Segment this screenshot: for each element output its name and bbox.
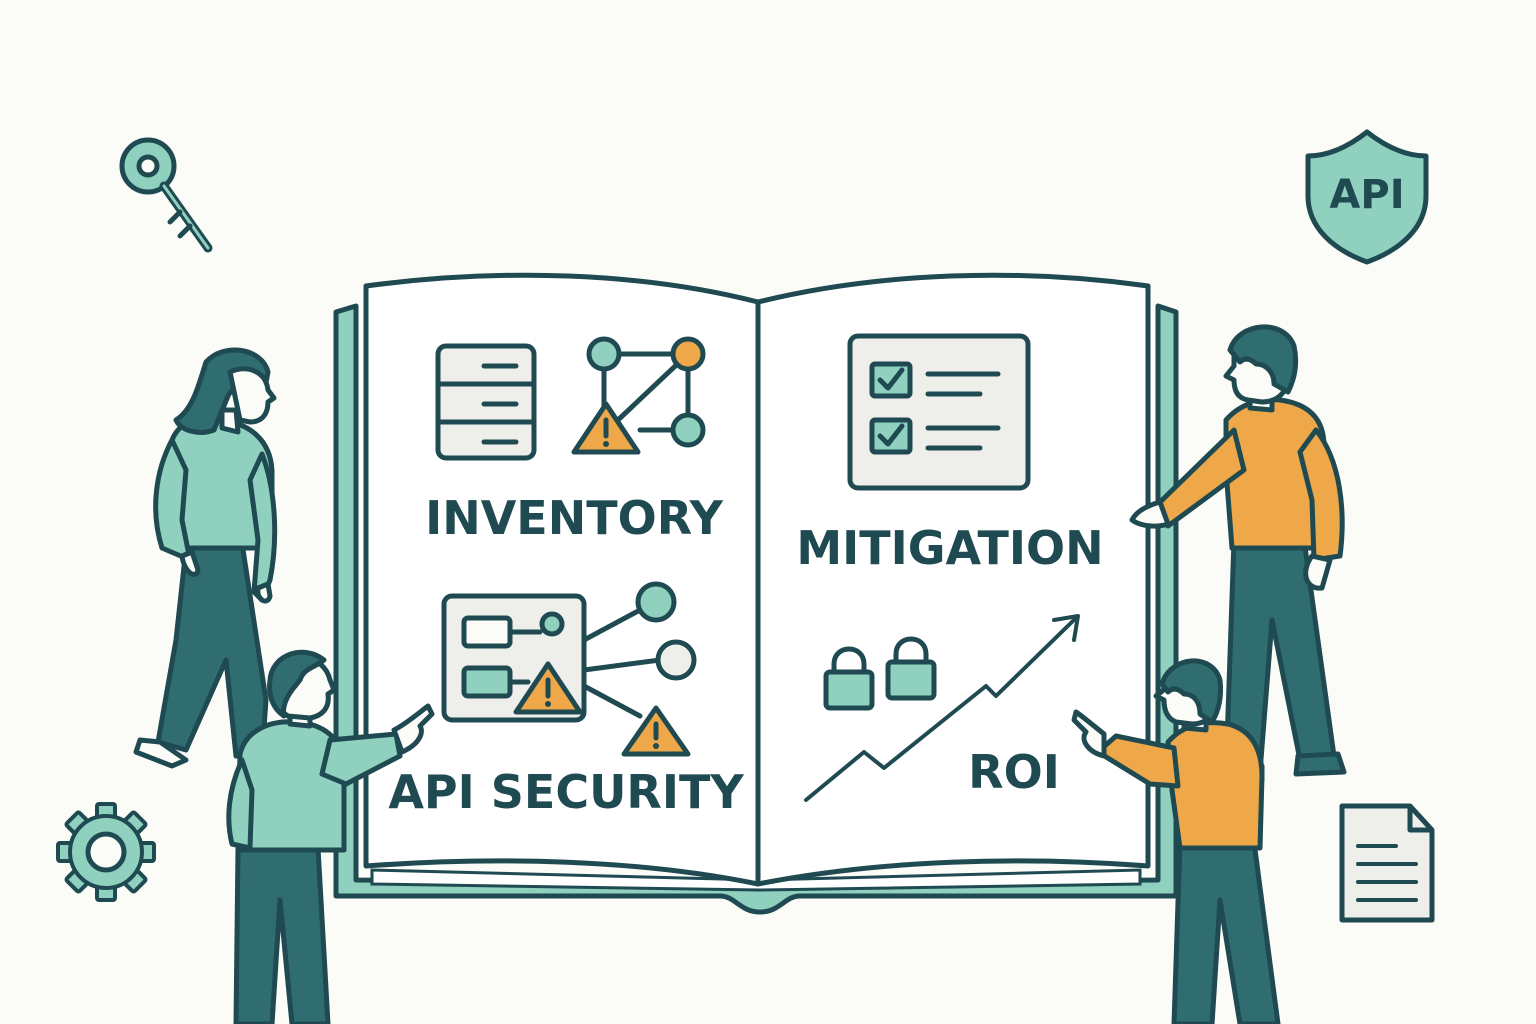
checklist-icon xyxy=(847,333,1031,491)
warning-icon xyxy=(571,401,641,455)
roi-label: ROI xyxy=(968,745,1060,799)
network-graph-icon xyxy=(586,336,706,448)
person-man-bottom-right xyxy=(1071,658,1281,1024)
key-icon xyxy=(119,137,213,253)
api-security-label: API SECURITY xyxy=(388,765,744,819)
api-shield-icon: API xyxy=(1305,129,1429,265)
document-icon xyxy=(1339,803,1435,923)
padlock-icon xyxy=(885,636,937,701)
shield-api-text: API xyxy=(1329,172,1404,218)
gear-icon xyxy=(56,802,156,902)
person-man-right xyxy=(1129,324,1347,783)
warning-icon xyxy=(621,705,691,757)
growth-trend-arrow-icon xyxy=(804,614,1080,802)
padlock-icon xyxy=(823,646,875,711)
person-woman-left xyxy=(133,347,278,769)
inventory-label: INVENTORY xyxy=(425,491,724,545)
person-man-bottom-left xyxy=(226,649,435,1024)
server-stack-icon xyxy=(435,343,537,461)
warning-icon xyxy=(513,661,583,715)
mitigation-label: MITIGATION xyxy=(796,521,1103,575)
